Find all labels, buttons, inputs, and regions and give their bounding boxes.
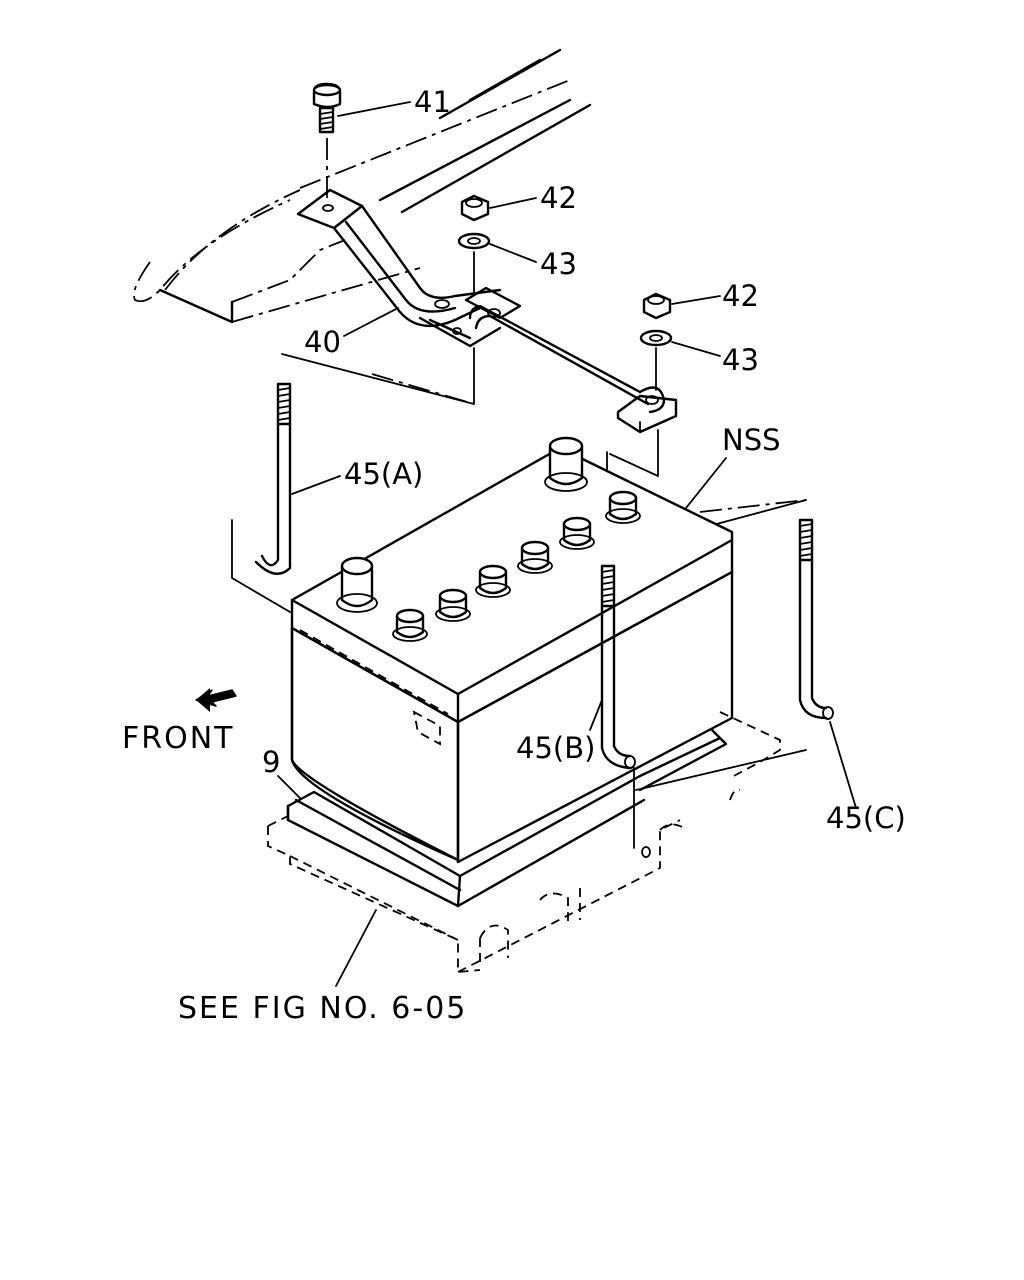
rod-45c [798, 518, 834, 720]
bolt-41 [312, 82, 342, 200]
terminal-post-right [544, 436, 588, 492]
cell-cap-2 [435, 588, 471, 622]
washer-43-lower [639, 329, 673, 391]
washer-43-upper [457, 232, 491, 293]
terminal-post-left [336, 556, 378, 613]
battery-tray [267, 711, 781, 973]
label-42-lower: 42 [722, 279, 759, 313]
label-40: 40 [304, 325, 341, 359]
nut-42-lower [642, 292, 672, 320]
label-42-upper: 42 [540, 181, 577, 215]
label-see-fig: SEE FIG NO. 6-05 [178, 991, 467, 1026]
cell-cap-5 [559, 516, 595, 550]
front-arrow-icon [195, 688, 237, 712]
label-43-lower: 43 [722, 343, 759, 377]
cell-cap-1 [392, 608, 428, 642]
cell-cap-6 [605, 490, 641, 524]
cell-cap-3 [475, 564, 511, 598]
frame-rail [133, 48, 592, 324]
label-nss: NSS [722, 423, 781, 457]
label-41: 41 [414, 85, 451, 119]
label-45b: 45(B) [516, 731, 595, 765]
battery [290, 436, 734, 864]
rod-45b [600, 564, 651, 858]
cell-cap-4 [517, 540, 553, 574]
label-45a: 45(A) [344, 457, 423, 491]
label-45c: 45(C) [826, 801, 906, 835]
label-43-upper: 43 [540, 247, 577, 281]
label-front: FRONT [122, 721, 234, 756]
rod-45a [231, 382, 292, 613]
nut-42-upper [460, 194, 490, 222]
label-9: 9 [262, 745, 280, 779]
hold-down-bracket-40 [296, 188, 678, 434]
